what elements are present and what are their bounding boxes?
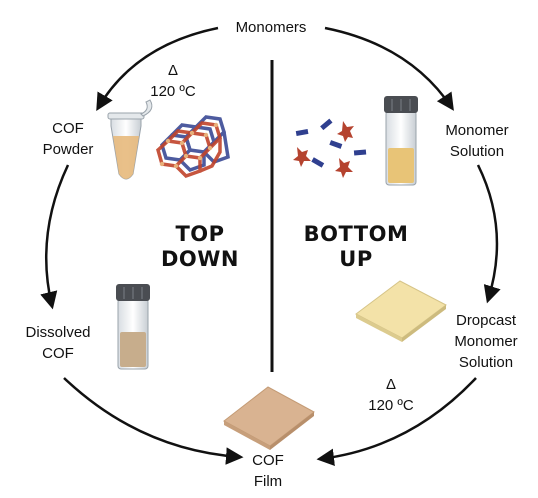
delta-symbol-left: Δ <box>167 62 179 79</box>
arrow-solution-to-dropcast <box>476 164 501 304</box>
cof-film-label: COF Film <box>236 450 300 492</box>
powder-tube-icon <box>107 99 153 180</box>
cof-powder-label: COF Powder <box>30 118 106 160</box>
bottom-up-line1: BOTTOM <box>303 222 409 246</box>
dropcast-film-icon <box>355 280 447 342</box>
monomer-solution-label-line2: Solution <box>449 143 505 160</box>
arrow-monomers-to-powder <box>96 26 219 112</box>
dropcast-label: Dropcast Monomer Solution <box>440 310 532 373</box>
arrow-powder-to-dissolved <box>40 164 70 310</box>
top-down-heading: TOP DOWN <box>140 222 260 272</box>
cof-powder-label-line1: COF <box>52 120 84 137</box>
arrow-monomers-to-solution <box>324 26 454 111</box>
top-down-line1: TOP <box>175 222 225 246</box>
temperature-right: 120 ºC <box>368 397 414 414</box>
monomer-solution-label-line1: Monomer <box>445 122 509 139</box>
cof-lattice-icon <box>156 115 230 179</box>
delta-symbol-right: Δ <box>385 376 397 393</box>
monomer-solution-vial-icon <box>384 96 418 186</box>
monomers-icon <box>293 118 367 178</box>
monomer-solution-label: Monomer Solution <box>432 120 522 162</box>
bottom-up-heading: BOTTOM UP <box>286 222 426 272</box>
arrow-dissolved-to-film <box>63 377 244 465</box>
dissolved-cof-vial-icon <box>116 284 150 370</box>
cof-film-icon <box>223 386 315 450</box>
dropcast-label-line2: Monomer <box>454 333 518 350</box>
temperature-left: 120 ºC <box>150 83 196 100</box>
dissolved-cof-label-line2: COF <box>42 345 74 362</box>
conditions-left: Δ 120 ºC <box>145 60 201 102</box>
monomers-label-text: Monomers <box>235 19 307 36</box>
cof-powder-label-line2: Powder <box>42 141 94 158</box>
conditions-right: Δ 120 ºC <box>358 374 424 416</box>
monomers-label: Monomers <box>222 17 320 38</box>
arrow-dropcast-to-film <box>316 377 477 466</box>
dissolved-cof-label: Dissolved COF <box>14 322 102 364</box>
bottom-up-line2: UP <box>339 247 373 271</box>
top-down-line2: DOWN <box>160 247 240 271</box>
dropcast-label-line1: Dropcast <box>455 312 517 329</box>
dissolved-cof-label-line1: Dissolved <box>25 324 91 341</box>
cof-film-label-line1: COF <box>252 452 284 469</box>
cof-film-label-line2: Film <box>253 473 283 490</box>
dropcast-label-line3: Solution <box>458 354 514 371</box>
